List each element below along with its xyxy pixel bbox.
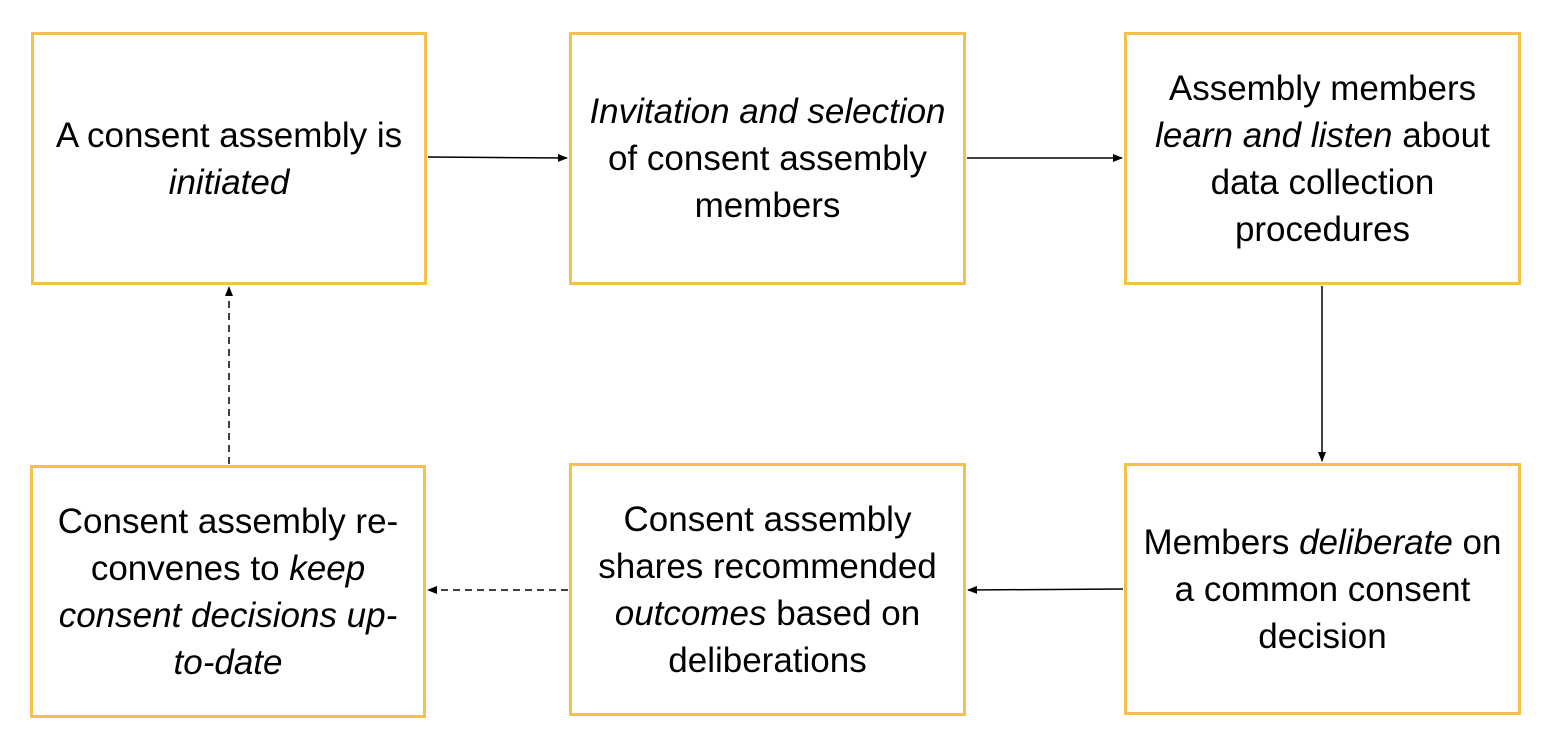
step-reconvene-box: Consent assembly re-convenes to keep con…: [30, 465, 426, 718]
step-reconvene-text: Consent assembly re-convenes to keep con…: [57, 501, 399, 682]
step-invitation-box: Invitation and selection of consent asse…: [569, 32, 966, 285]
step-deliberate-text: Members deliberate on a common consent d…: [1143, 522, 1502, 656]
step-deliberate-box: Members deliberate on a common consent d…: [1124, 463, 1521, 715]
step-initiated-text: A consent assembly is initiated: [55, 115, 403, 202]
arrow-deliberate-to-outcomes: [967, 585, 1124, 594]
step-initiated-box: A consent assembly is initiated: [31, 32, 427, 285]
step-learn-box: Assembly members learn and listen about …: [1124, 32, 1521, 285]
arrow-initiated-to-invitation: [427, 153, 568, 162]
step-learn-text: Assembly members learn and listen about …: [1155, 68, 1490, 249]
step-outcomes-box: Consent assembly shares recommended outc…: [569, 463, 966, 716]
step-invitation-text: Invitation and selection of consent asse…: [589, 92, 946, 225]
step-outcomes-text: Consent assembly shares recommended outc…: [598, 499, 937, 680]
